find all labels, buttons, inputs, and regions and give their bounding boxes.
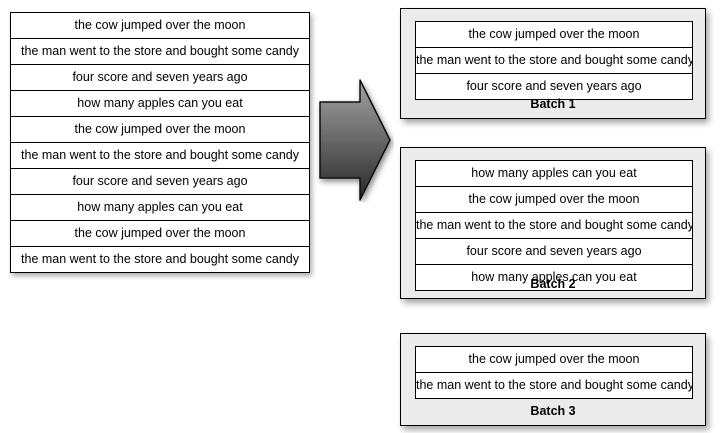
- batch-label: Batch 1: [530, 97, 576, 111]
- sentence-row: four score and seven years ago: [416, 239, 692, 265]
- sentence-row: how many apples can you eat: [416, 265, 692, 291]
- sentence-row: the cow jumped over the moon: [416, 22, 692, 48]
- sentence-row: the man went to the store and bought som…: [11, 143, 309, 169]
- sentence-row: how many apples can you eat: [11, 195, 309, 221]
- sentence-row: four score and seven years ago: [416, 74, 692, 100]
- sentence-row: the cow jumped over the moon: [11, 13, 309, 39]
- batch-label: Batch 3: [530, 404, 576, 418]
- sentence-row: how many apples can you eat: [11, 91, 309, 117]
- sentence-row: the man went to the store and bought som…: [11, 247, 309, 273]
- sentence-row: the cow jumped over the moon: [416, 187, 692, 213]
- sentence-row: the man went to the store and bought som…: [416, 48, 692, 74]
- sentence-row: the cow jumped over the moon: [11, 117, 309, 143]
- sentence-row: how many apples can you eat: [416, 161, 692, 187]
- sentence-row: the cow jumped over the moon: [11, 221, 309, 247]
- sentence-row: the man went to the store and bought som…: [11, 39, 309, 65]
- right-arrow-icon: [316, 78, 394, 202]
- sentence-row: the cow jumped over the moon: [416, 347, 692, 373]
- batch-label: Batch 2: [530, 277, 576, 291]
- sentence-row: four score and seven years ago: [11, 65, 309, 91]
- sentence-row: the man went to the store and bought som…: [416, 213, 692, 239]
- sentence-row: four score and seven years ago: [11, 169, 309, 195]
- sentence-row: the man went to the store and bought som…: [416, 373, 692, 399]
